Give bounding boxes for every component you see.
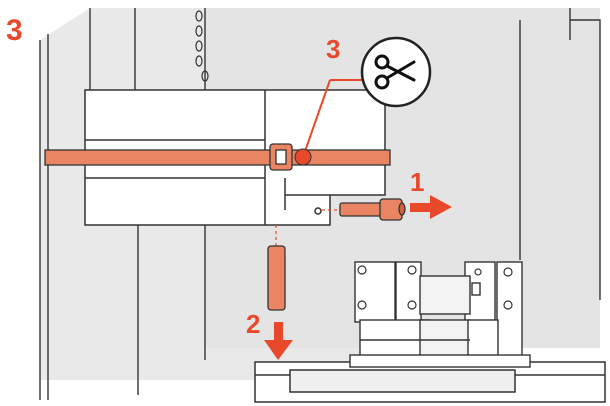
arrow-down <box>264 322 293 360</box>
step-number: 3 <box>6 14 23 47</box>
pin <box>267 245 286 311</box>
cut-point-marker <box>294 148 312 166</box>
callout-leader <box>302 79 331 158</box>
gripper-holes <box>357 265 513 310</box>
scissors-icon <box>374 54 416 90</box>
callout-label-screw: 1 <box>410 167 424 197</box>
callout-label-pin: 2 <box>246 309 260 339</box>
slot-holes <box>195 10 209 82</box>
bottom-plate <box>254 361 606 403</box>
callout-label-cut: 3 <box>326 34 340 64</box>
screw <box>339 198 406 221</box>
arrow-right <box>410 195 452 219</box>
gripper-assembly <box>349 261 531 368</box>
